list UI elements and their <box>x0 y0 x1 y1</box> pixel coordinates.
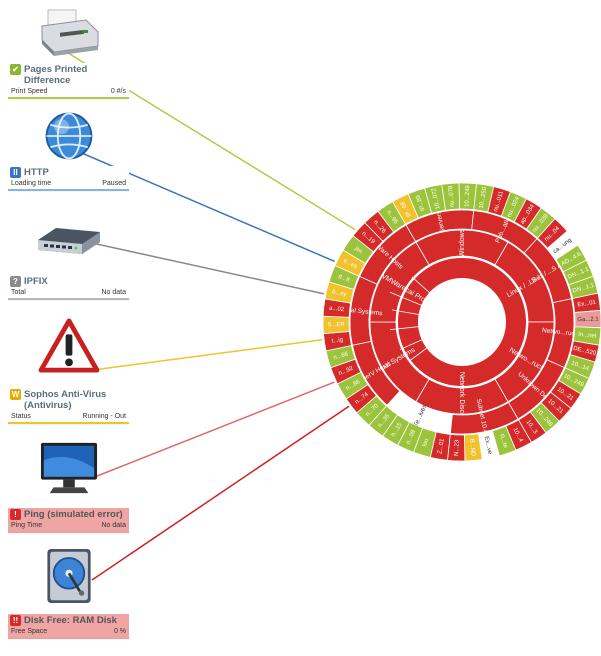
leaf-label: jim <box>353 245 364 255</box>
sensor-title-text: Pages Printed Difference <box>24 64 88 86</box>
leaf-label: nu...078 <box>448 185 456 208</box>
channel-label: Free Space <box>11 628 48 635</box>
printer-icon[interactable] <box>6 5 131 61</box>
sensor-title-text: IPFIX <box>24 276 48 287</box>
sensor-channel-row: Loading time Paused <box>8 178 129 189</box>
sensor-spoke-ping <box>399 321 463 350</box>
device-label: Netwo...ructure <box>542 327 587 339</box>
root-probe-ring[interactable] <box>397 258 526 386</box>
leaf-label: b...ny <box>331 289 347 298</box>
status-badge-icon: ? <box>10 276 21 287</box>
leaf-label: R...te <box>498 433 509 449</box>
device-label: Virtual Systems <box>337 306 383 318</box>
globe-icon[interactable] <box>6 108 131 164</box>
channel-label: Print Speed <box>11 88 48 95</box>
sensor-channel-row: Free Space 0 % <box>8 626 129 637</box>
leaf-label: DN...1.1 <box>572 283 595 295</box>
sensor-link-sophos <box>77 335 351 373</box>
sensor-channel-row: Print Speed 0 #/s <box>8 86 129 97</box>
hard-disk-icon[interactable] <box>6 548 131 604</box>
sensor-title-text: HTTP <box>24 167 49 178</box>
channel-label: Loading time <box>11 180 52 187</box>
sensor-spoke-ipfix <box>391 309 463 323</box>
status-badge-icon: II <box>10 167 21 178</box>
leaf-label: 10...250 <box>479 186 489 209</box>
sensor-link-ipfix <box>91 242 353 301</box>
leaf-label: 10...249 <box>464 185 471 208</box>
channel-value: Paused <box>102 180 126 187</box>
sensor-channel-row: Status Running - Out <box>8 411 129 422</box>
leaf-label: In...net <box>578 332 597 340</box>
leaf-label: lou <box>422 438 430 447</box>
leaf-label: t...ig <box>331 337 343 345</box>
sensor-channel-row: Ping Time No data <box>8 520 129 531</box>
channel-value: Running - Out <box>82 413 126 420</box>
channel-label: Status <box>11 413 31 420</box>
sensor-channel-row: Total No data <box>8 287 129 298</box>
leaf-label: n...66 <box>333 351 350 361</box>
leaf-label: Z...01 <box>437 438 446 455</box>
channel-label: Total <box>11 289 26 296</box>
channel-value: 0 % <box>113 628 126 635</box>
channel-value: No data <box>101 522 126 529</box>
group-segment[interactable] <box>369 241 430 323</box>
group-label: Windows <box>459 228 466 257</box>
status-badge-icon: ! <box>10 509 21 520</box>
sensor-card-ipfix[interactable]: ?IPFIX Total No data <box>8 275 129 300</box>
channel-value: No data <box>101 289 126 296</box>
sensor-spoke-printer <box>411 276 463 323</box>
sensor-title: ✔Pages Printed Difference <box>8 63 129 86</box>
monitor-icon[interactable] <box>6 440 131 496</box>
channel-label: Ping Time <box>11 522 43 529</box>
leaf-label: Ex...ve <box>483 436 493 456</box>
warning-icon[interactable] <box>6 318 131 374</box>
sensor-card-ping[interactable]: !Ping (simulated error) Ping Time No data <box>8 508 129 533</box>
channel-value: 0 #/s <box>110 88 126 95</box>
leaf-label: S...ER <box>327 322 345 328</box>
leaf-label: IP...89 <box>415 193 426 211</box>
leaf-label: n...08 <box>405 429 417 446</box>
status-badge-icon: !! <box>10 615 21 626</box>
sensor-title: !!Disk Free: RAM Disk <box>8 614 129 626</box>
sensor-spoke-sophos <box>389 321 463 331</box>
sensor-spoke-disk <box>409 321 463 361</box>
sensor-spoke-http <box>389 291 463 323</box>
sensor-link-ping <box>91 371 361 479</box>
leaf-label: Ga...2.1 <box>577 317 599 323</box>
sensor-title-text: Sophos Anti-Virus (Antivirus) <box>24 389 107 411</box>
leaf-label: d...it <box>337 274 350 284</box>
leaf-segment[interactable] <box>377 201 407 233</box>
network-switch-icon[interactable] <box>6 212 131 268</box>
group-label: Network Discovery <box>458 372 465 431</box>
status-badge-icon: W <box>10 389 21 400</box>
sensor-title-text: Ping (simulated error) <box>24 509 123 520</box>
device-segment[interactable] <box>359 224 417 285</box>
status-badge-icon: ✔ <box>10 64 21 75</box>
sensor-title: !Ping (simulated error) <box>8 508 129 520</box>
leaf-label: B...ND <box>468 439 476 458</box>
leaf-label: N...23 <box>454 439 461 456</box>
sensor-link-disk <box>91 391 371 581</box>
sensor-title-text: Disk Free: RAM Disk <box>24 615 117 626</box>
leaf-label: Ex...01 <box>577 300 597 309</box>
leaf-label: a...02 <box>329 306 345 314</box>
leaf-label: 10...072 <box>431 187 442 210</box>
leaf-label: DE...520 <box>572 346 597 357</box>
device-label: Servers <box>435 209 447 233</box>
sensor-title: ?IPFIX <box>8 275 129 287</box>
leaf-label: n...92 <box>338 365 355 377</box>
